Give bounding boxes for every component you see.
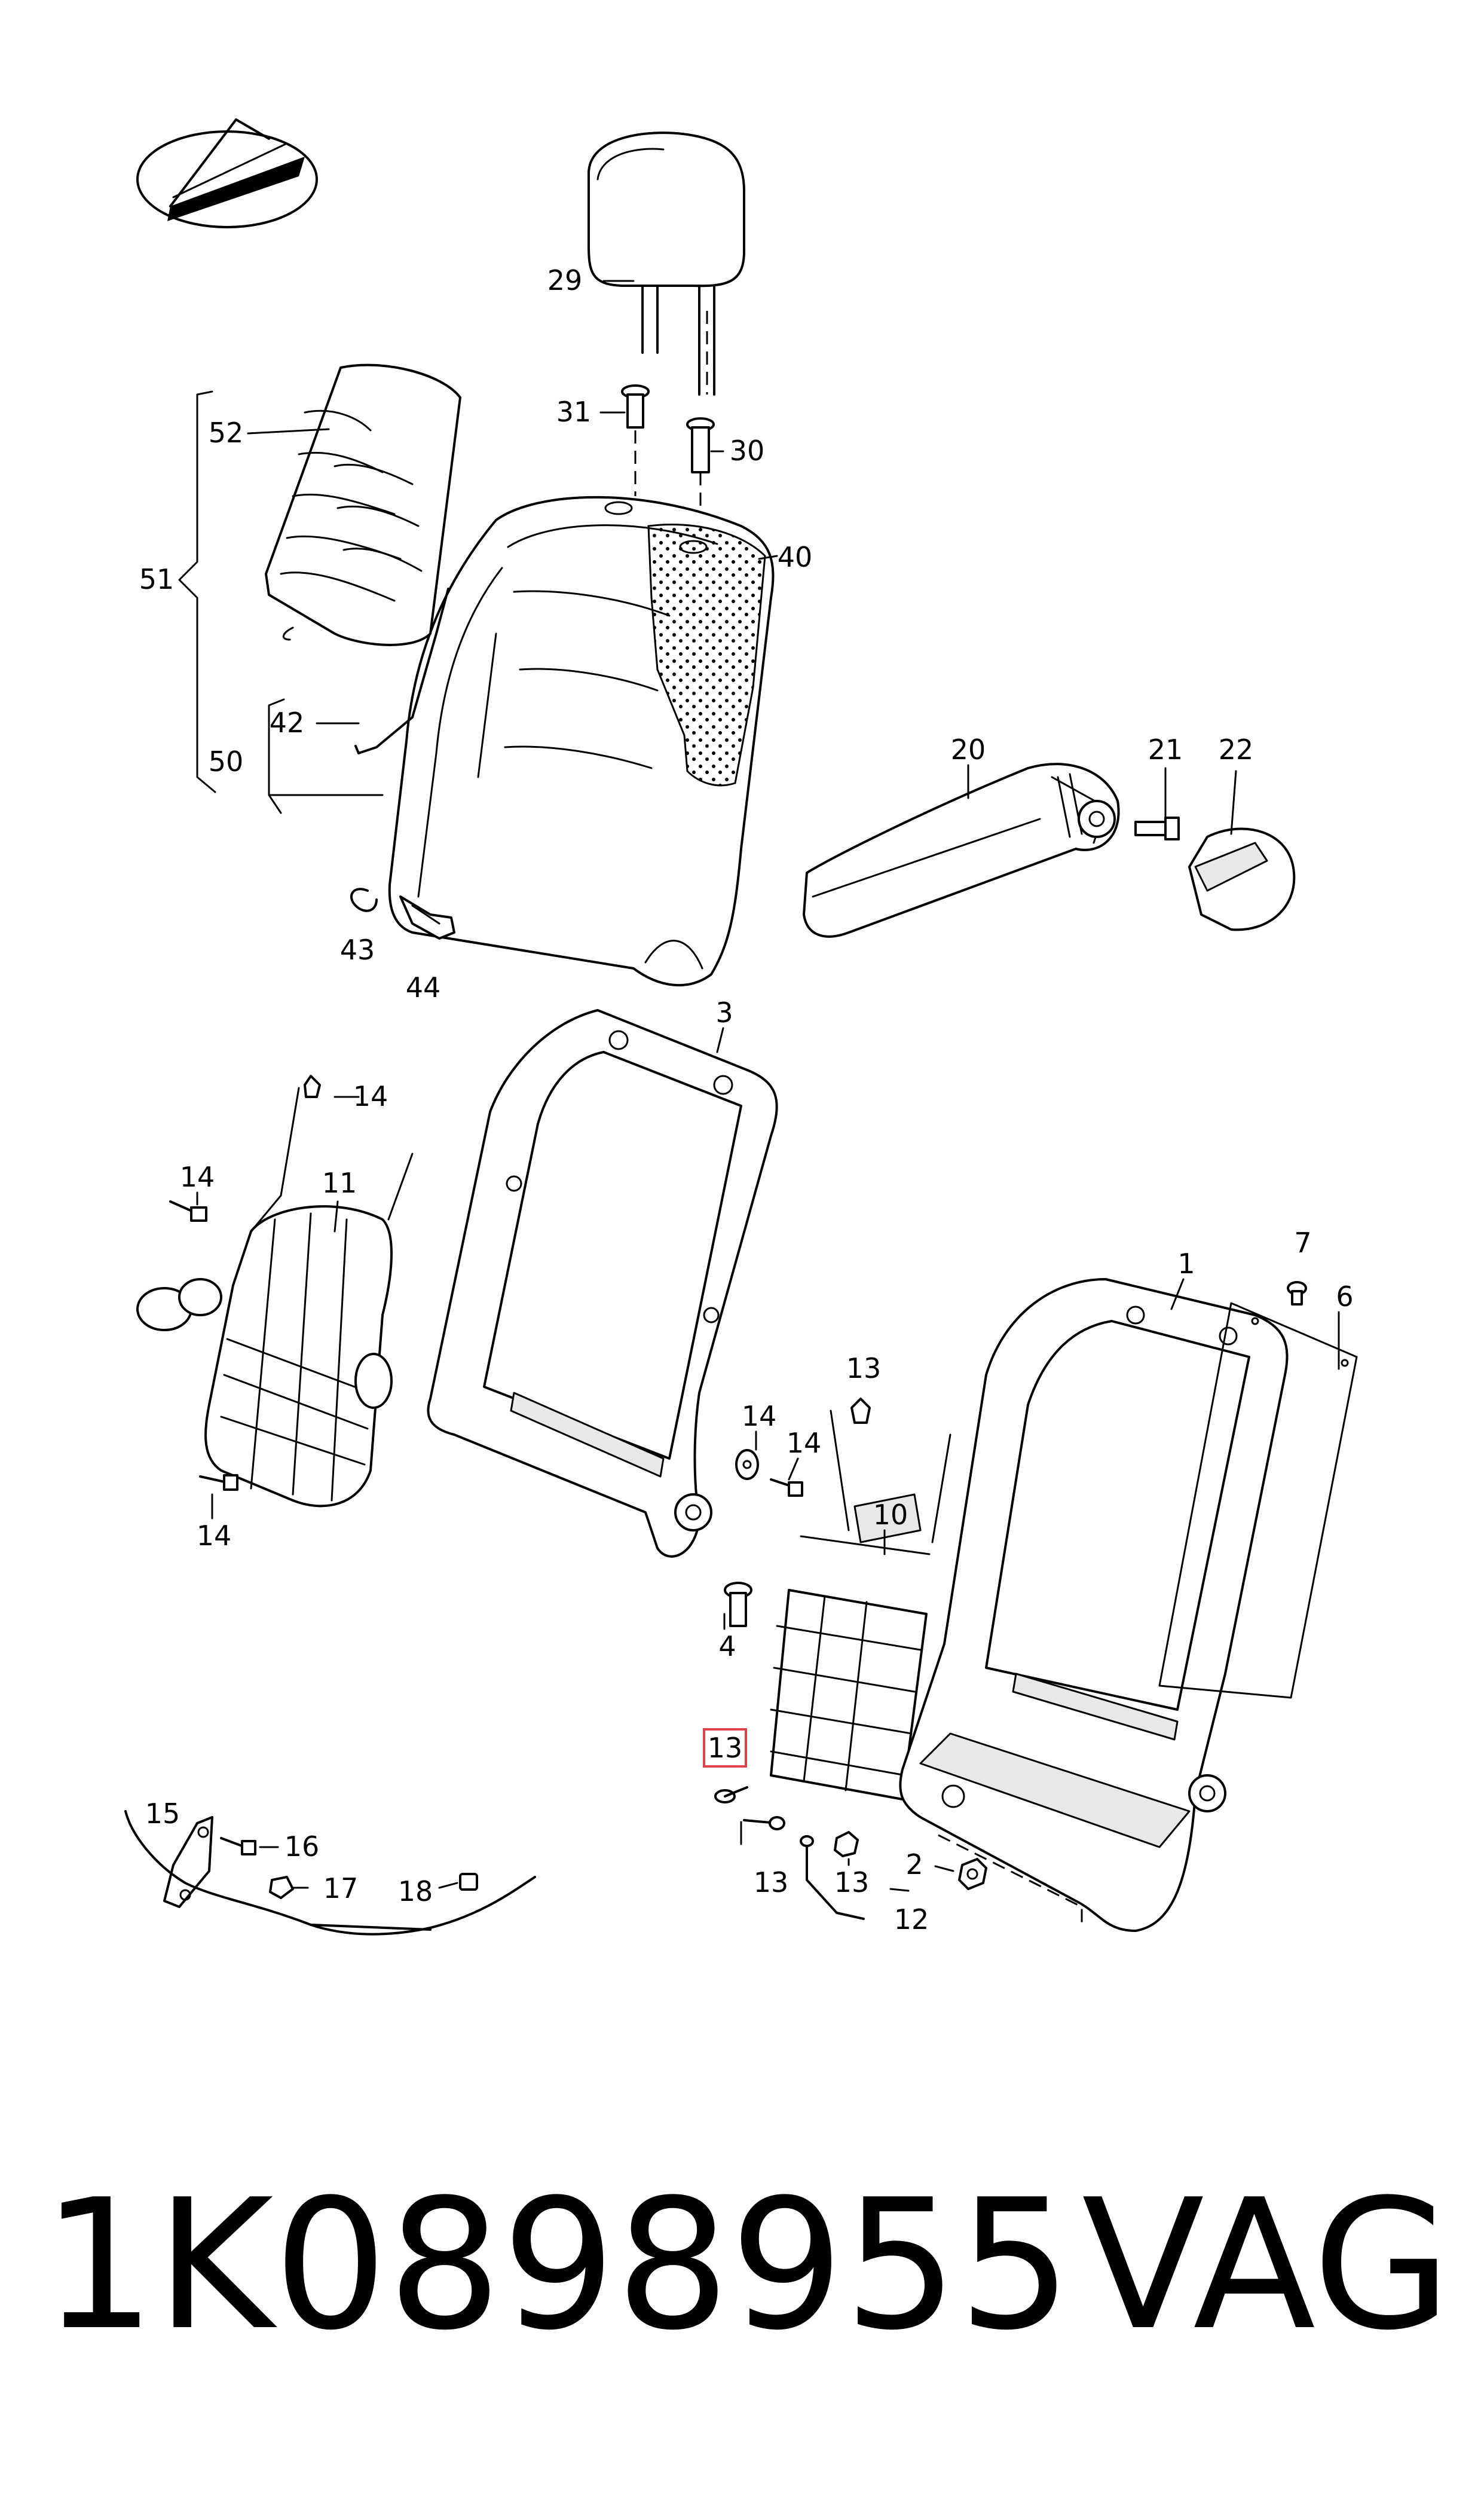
callout-52: 52 — [209, 417, 244, 449]
armrest — [803, 763, 1120, 938]
cover-wire-42 — [357, 588, 449, 754]
screw-14-middle — [770, 1478, 803, 1497]
clip-14-top — [304, 1075, 321, 1098]
callout-3: 3 — [715, 996, 733, 1029]
callout-40: 40 — [778, 541, 813, 573]
armrest-cover-22 — [1188, 827, 1296, 931]
highlight-box — [703, 1728, 747, 1768]
callout-14-screw: 14 — [787, 1427, 822, 1459]
callout-4: 4 — [718, 1630, 736, 1662]
holder-18 — [459, 1873, 478, 1891]
part-number: 1K0898955 — [42, 2161, 1072, 2370]
rod-12 — [806, 1840, 865, 1920]
pin-13-lower — [743, 1816, 785, 1830]
callout-13-upper: 13 — [846, 1352, 882, 1384]
callout-13-highlighted-label: 13 — [708, 1732, 743, 1764]
screw-13-lower-left — [714, 1786, 748, 1803]
clip-17 — [269, 1876, 294, 1899]
callout-17: 17 — [323, 1872, 359, 1904]
callout-15: 15 — [145, 1797, 180, 1830]
callout-11: 11 — [322, 1167, 357, 1199]
callout-2: 2 — [905, 1848, 923, 1881]
heating-mat — [265, 363, 461, 646]
bracket-15 — [163, 1816, 213, 1908]
orientation-compass-icon — [136, 118, 318, 228]
callout-42: 42 — [270, 707, 305, 739]
callout-13-pin: 13 — [754, 1866, 789, 1899]
callout-10: 10 — [873, 1499, 908, 1531]
callout-16: 16 — [284, 1830, 320, 1863]
callout-14-bottom-left: 14 — [197, 1520, 232, 1552]
callout-30: 30 — [730, 435, 765, 467]
seat-frame-1 — [899, 1278, 1289, 1932]
washer-14 — [735, 1449, 759, 1480]
connector-44 — [399, 895, 455, 940]
clip-43 — [350, 888, 378, 912]
armrest-bolt-21 — [1134, 817, 1180, 840]
callout-13-highlighted: 13 — [703, 1728, 747, 1768]
callout-7: 7 — [1294, 1227, 1311, 1259]
backrest-frame-3 — [427, 1009, 778, 1558]
screw-7 — [1287, 1281, 1307, 1306]
nut-13-lower — [834, 1831, 859, 1857]
callout-29: 29 — [547, 264, 583, 296]
screw-14-left — [169, 1200, 207, 1222]
bolt-16 — [220, 1837, 256, 1855]
leader-lines — [178, 280, 1340, 1892]
clip-13-upper — [850, 1398, 871, 1424]
callout-14-washer: 14 — [742, 1400, 777, 1432]
callout-6: 6 — [1336, 1280, 1353, 1313]
bolt-4 — [724, 1582, 752, 1627]
callout-51: 51 — [139, 563, 175, 595]
brand-name: VAG — [1082, 2161, 1452, 2370]
headrest — [588, 132, 745, 396]
callout-22: 22 — [1219, 733, 1254, 766]
callout-13-nut: 13 — [834, 1866, 870, 1899]
callout-12: 12 — [894, 1903, 929, 1936]
callout-43: 43 — [340, 934, 375, 966]
headrest-guide-31 — [621, 384, 650, 496]
lumbar-support-11 — [136, 1087, 414, 1508]
backrest-cushion — [388, 496, 775, 987]
callout-18: 18 — [398, 1875, 433, 1907]
callout-50: 50 — [209, 745, 244, 778]
nut-2 — [958, 1858, 987, 1890]
callout-31: 31 — [556, 396, 592, 428]
callout-20: 20 — [951, 733, 986, 766]
seat-parts-diagram: 29 31 30 40 52 51 42 50 43 44 20 21 22 3… — [124, 118, 1358, 1936]
callout-44: 44 — [406, 971, 441, 1004]
lumbar-support-10 — [770, 1410, 951, 1800]
cover-panel-6 — [1158, 1302, 1358, 1699]
callout-21: 21 — [1148, 733, 1183, 766]
callout-14-top: 14 — [353, 1080, 388, 1112]
screw-14-bottom-left — [199, 1474, 238, 1491]
callout-14-left: 14 — [180, 1161, 215, 1193]
headrest-guide-30 — [686, 417, 715, 535]
callout-1: 1 — [1177, 1248, 1195, 1280]
